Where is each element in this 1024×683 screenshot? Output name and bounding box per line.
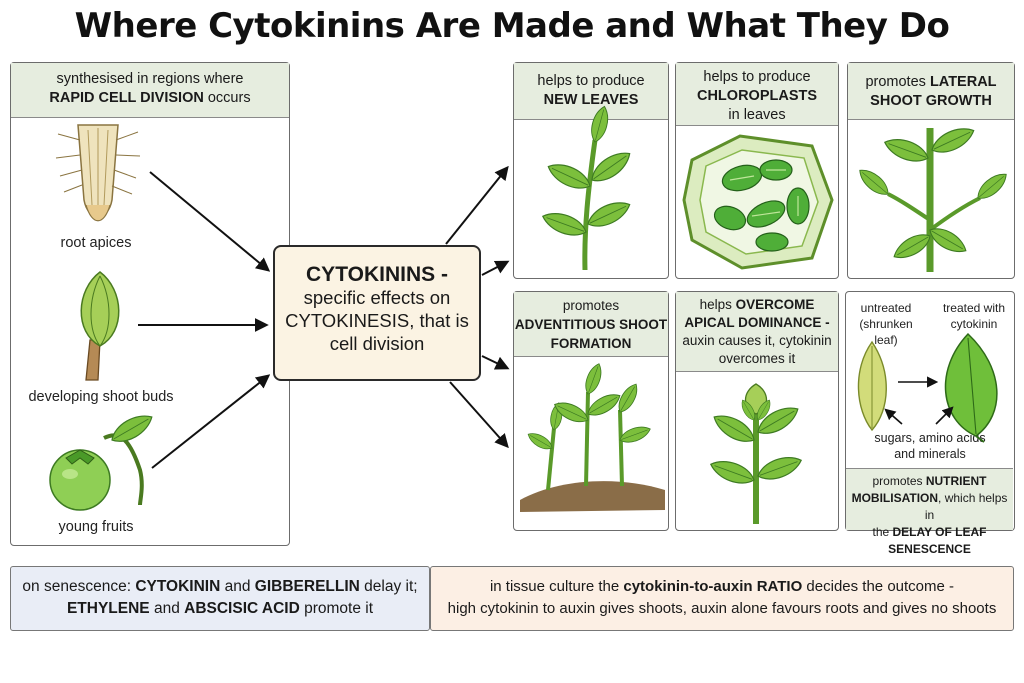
- nutrient-footer-3-plain: the: [872, 525, 893, 539]
- untreated-label: untreated (shrunken leaf): [846, 300, 926, 348]
- nutrient-arrows: [884, 376, 954, 425]
- treated-label: treated with cytokinin: [934, 300, 1014, 332]
- occurs-text: occurs: [203, 90, 251, 106]
- adventitious-line3: FORMATION: [550, 336, 632, 351]
- center-title: CYTOKININS -: [306, 263, 448, 286]
- effect-chloroplasts-header: helps to produce CHLOROPLASTS in leaves: [676, 63, 838, 126]
- tissue-1-end: decides the outcome -: [802, 578, 955, 595]
- effect-adventitious-header: promotes ADVENTITIOUS SHOOT FORMATION: [514, 292, 668, 357]
- arrow-sugars-to-treated: [935, 406, 954, 425]
- apical-bud-icon: [707, 383, 805, 524]
- lateral-shoot-icon: [854, 121, 1012, 272]
- treated-line1: treated with: [942, 301, 1006, 315]
- sources-header-line2: RAPID CELL DIVISION occurs: [11, 89, 289, 108]
- arrows-in: [138, 171, 271, 469]
- lateral-line1-plain: promotes: [865, 74, 930, 90]
- arrow-root-to-center: [149, 171, 271, 272]
- young-fruit-icon: [49, 408, 157, 511]
- center-line3: CYTOKINESIS, that is: [285, 310, 469, 331]
- tissue-1-plain: in tissue culture the: [489, 578, 624, 595]
- source-label-fruits: young fruits: [58, 519, 134, 535]
- chloroplast-cell-icon: [682, 134, 834, 270]
- untreated-leaf-icon: [857, 340, 887, 432]
- untreated-line2: (shrunken leaf): [859, 317, 913, 347]
- lateral-line1-bold: LATERAL: [929, 74, 997, 90]
- arrows-out: [445, 165, 510, 449]
- adventitious-line1: promotes: [562, 298, 620, 313]
- untreated-line1: untreated: [860, 301, 912, 315]
- arrow-to-bottom-row: [481, 355, 510, 370]
- chloroplasts-line2: CHLOROPLASTS: [696, 88, 818, 104]
- senescence-delay: delay it;: [359, 578, 418, 595]
- sources-header-line1: synthesised in regions where: [56, 71, 244, 87]
- root-tip-icon: [55, 124, 141, 222]
- senescence-note: on senescence: CYTOKININ and GIBBERELLIN…: [10, 566, 430, 631]
- apical-line3: auxin causes it, cytokinin: [682, 333, 832, 348]
- tissue-ratio: cytokinin-to-auxin RATIO: [623, 578, 803, 595]
- chloroplasts-line1: helps to produce: [703, 69, 811, 85]
- apical-line1-plain: helps: [699, 297, 736, 312]
- nutrient-footer-1-plain: promotes: [872, 474, 926, 488]
- senescence-cytokinin: CYTOKININ: [135, 578, 221, 595]
- nutrient-footer-1-bold: NUTRIENT: [925, 474, 987, 488]
- source-label-root: root apices: [60, 235, 132, 251]
- new-leaves-line2: NEW LEAVES: [543, 92, 639, 108]
- page-title: Where Cytokinins Are Made and What They …: [74, 6, 950, 46]
- effect-apical-header: helps OVERCOME APICAL DOMINANCE - auxin …: [676, 292, 838, 372]
- sugars-label: sugars, amino acids and minerals: [846, 430, 1014, 462]
- arrow-to-top-row: [445, 165, 509, 245]
- nutrient-footer-2-rest: , which helps in: [924, 491, 1008, 522]
- leafy-shoot-icon: [539, 104, 636, 271]
- lateral-line2: SHOOT GROWTH: [870, 93, 992, 109]
- arrow-fruits-to-center: [151, 374, 271, 469]
- senescence-ethylene: ETHYLENE: [66, 600, 150, 617]
- senescence-1-plain: on senescence:: [22, 578, 136, 595]
- senescence-gibberellin: GIBBERELLIN: [254, 578, 360, 595]
- sources-header: synthesised in regions where RAPID CELL …: [11, 63, 289, 118]
- cytokinins-center-box: CYTOKININS - specific effects on CYTOKIN…: [273, 245, 481, 381]
- sugars-line1: sugars, amino acids: [874, 431, 986, 445]
- effect-lateral-header: promotes LATERAL SHOOT GROWTH: [848, 63, 1014, 120]
- adventitious-shoots-icon: [520, 361, 665, 512]
- apical-line4: overcomes it: [718, 351, 796, 366]
- treated-leaf-icon: [944, 332, 998, 443]
- rapid-cell-division-text: RAPID CELL DIVISION: [49, 90, 204, 106]
- nutrient-footer: promotes NUTRIENT MOBILISATION, which he…: [846, 468, 1013, 556]
- sources-panel: synthesised in regions where RAPID CELL …: [10, 62, 290, 546]
- arrow-sugars-to-untreated: [884, 408, 903, 425]
- center-line4: cell division: [329, 333, 425, 354]
- nutrient-footer-2-bold: MOBILISATION: [851, 491, 939, 505]
- tissue-2: high cytokinin to auxin gives shoots, au…: [447, 600, 997, 617]
- source-label-buds: developing shoot buds: [28, 389, 174, 405]
- senescence-promote: promote it: [299, 600, 374, 617]
- tissue-culture-note: in tissue culture the cytokinin-to-auxin…: [430, 566, 1014, 631]
- senescence-and-2: and: [149, 600, 185, 617]
- apical-line1-bold: OVERCOME: [735, 297, 815, 312]
- new-leaves-line1: helps to produce: [537, 73, 645, 89]
- senescence-and-1: and: [220, 578, 255, 595]
- center-line2: specific effects on: [303, 287, 451, 308]
- arrow-to-top-row-2: [481, 260, 510, 276]
- sugars-line2: and minerals: [894, 447, 966, 461]
- nutrient-footer-3-bold: DELAY OF LEAF SENESCENCE: [888, 525, 987, 556]
- treated-line2: cytokinin: [950, 317, 998, 331]
- effect-new-leaves-header: helps to produce NEW LEAVES: [514, 63, 668, 120]
- senescence-aba: ABSCISIC ACID: [184, 600, 300, 617]
- shoot-bud-icon: [80, 271, 120, 381]
- apical-line2: APICAL DOMINANCE -: [684, 315, 830, 330]
- chloroplasts-line3: in leaves: [728, 107, 786, 123]
- arrow-to-bottom-row-2: [449, 381, 509, 449]
- adventitious-line2: ADVENTITIOUS SHOOT: [514, 317, 668, 332]
